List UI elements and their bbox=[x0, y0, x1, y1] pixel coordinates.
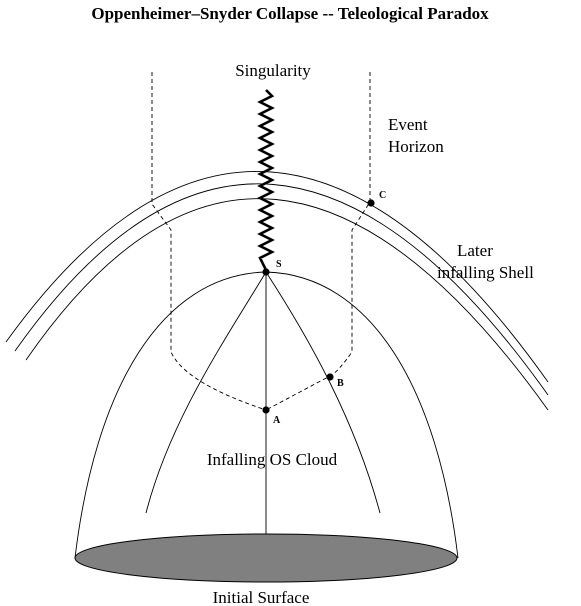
shell-arc-outer bbox=[5, 171, 549, 383]
right-worldline bbox=[265, 271, 381, 514]
diagram-title: Oppenheimer–Snyder Collapse -- Teleologi… bbox=[91, 4, 489, 23]
infalling-cloud-label: Infalling OS Cloud bbox=[207, 450, 338, 469]
point-c-label: C bbox=[379, 190, 386, 201]
point-b-label: B bbox=[337, 378, 344, 389]
event-horizon-label-line1: Event bbox=[388, 115, 428, 134]
point-c-dot bbox=[367, 199, 375, 207]
point-a-label: A bbox=[273, 415, 281, 426]
initial-surface-label: Initial Surface bbox=[213, 588, 310, 606]
singularity-line bbox=[257, 89, 275, 271]
initial-surface-disk bbox=[74, 533, 458, 583]
point-s-label: S bbox=[276, 259, 282, 270]
later-shell-label-line1: Later bbox=[457, 241, 493, 260]
event-horizon-label-line2: Horizon bbox=[388, 137, 444, 156]
point-b-dot bbox=[326, 373, 334, 381]
shell-arc-middle bbox=[14, 183, 549, 396]
singularity-label: Singularity bbox=[235, 61, 311, 80]
cloud-boundary bbox=[74, 271, 459, 559]
event-horizon bbox=[151, 72, 371, 411]
event-horizon-left bbox=[151, 72, 267, 411]
shell-arc-inner bbox=[25, 198, 549, 411]
later-infalling-shell bbox=[5, 171, 549, 411]
cloud-worldlines bbox=[145, 271, 381, 540]
left-worldline bbox=[145, 271, 267, 514]
later-shell-label-line2: infalling Shell bbox=[437, 263, 534, 282]
point-s-dot bbox=[262, 268, 270, 276]
point-a-dot bbox=[262, 406, 270, 414]
